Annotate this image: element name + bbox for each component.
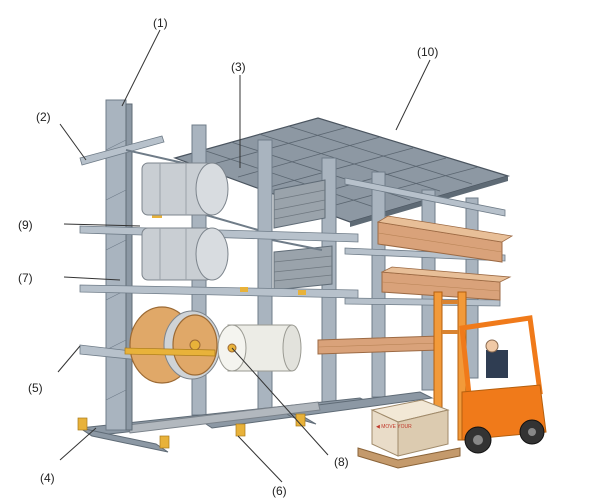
mesh-cage-lower [273,245,333,291]
callout-3: (3) [231,60,246,74]
leader-lines [57,29,431,483]
cable-spool [124,306,221,384]
carton-print: ◀ MOVE YOUR [376,424,412,430]
drum-lower [141,227,229,281]
callout-labels: (1) (2) (3) (4) (5) (6) (7) (8) (9) (10) [18,16,438,498]
paper-roll [217,324,302,372]
callout-10: (10) [417,45,438,59]
front-column [105,99,133,431]
callout-6: (6) [272,484,287,498]
callout-9: (9) [18,218,33,232]
callout-1: (1) [153,16,168,30]
callout-5: (5) [28,381,43,395]
drum-upper [141,162,229,216]
forklift [433,291,547,454]
callout-2: (2) [36,110,51,124]
carton-on-pallet: ◀ MOVE YOUR [357,399,461,469]
front-arm-top [79,135,165,166]
callout-8: (8) [334,455,349,469]
callout-7: (7) [18,271,33,285]
mesh-cage-upper [273,179,326,229]
timber-stack-upper [376,215,514,263]
timber-stack-lower [380,266,512,301]
canopy-roof [173,117,511,227]
front-arm-7 [79,284,359,299]
base-pads [77,413,306,449]
callout-4: (4) [40,471,55,485]
